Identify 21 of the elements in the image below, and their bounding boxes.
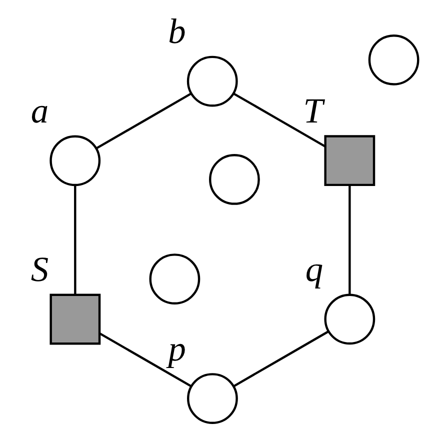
node-box <box>49 294 100 345</box>
node-box <box>324 135 375 186</box>
node-circle <box>186 56 238 107</box>
node-label: q <box>304 249 323 290</box>
node-circle <box>49 135 100 186</box>
connector <box>74 185 76 294</box>
node-label: S <box>30 249 48 290</box>
connector <box>96 92 191 150</box>
connector <box>232 92 326 148</box>
node-circle <box>186 373 238 424</box>
node-circle <box>208 154 260 205</box>
node-circle <box>368 34 419 86</box>
node-label: T <box>302 90 322 131</box>
connector <box>348 186 350 294</box>
node-label: a <box>30 90 48 131</box>
node-circle <box>148 254 200 304</box>
node-circle <box>324 294 375 345</box>
node-label: b <box>168 11 186 52</box>
node-label: p <box>168 328 186 368</box>
connector <box>98 332 191 388</box>
connector <box>232 330 328 388</box>
